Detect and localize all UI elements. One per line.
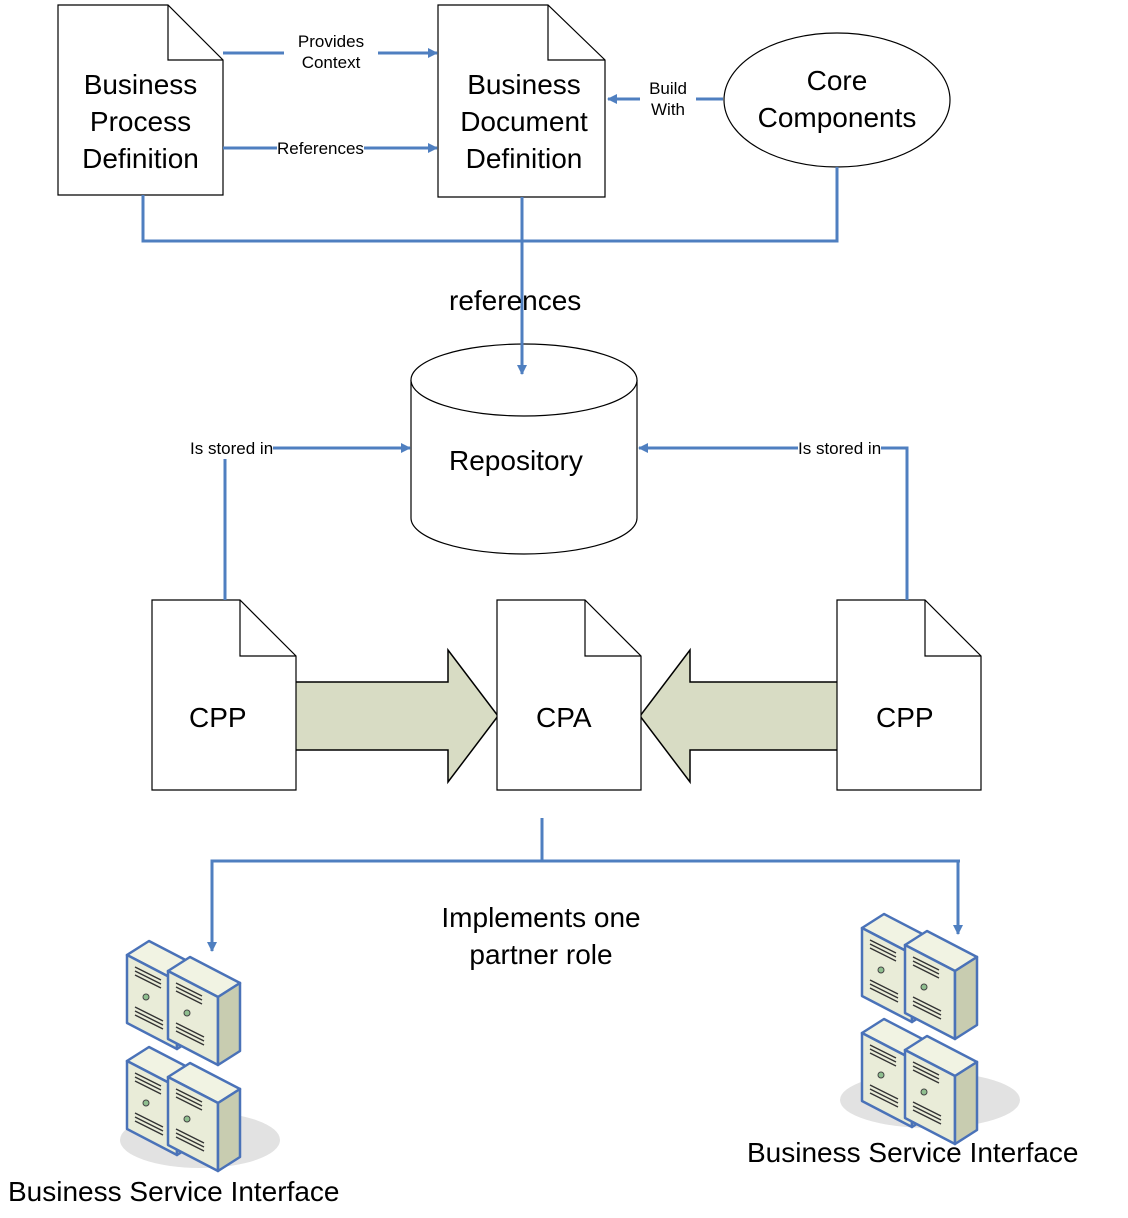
bdd-document-shape <box>437 4 606 198</box>
bdd-label: Business Document Definition <box>438 66 610 177</box>
bpd-label-line: Process <box>89 106 192 137</box>
stored-in-right-connector <box>638 443 909 600</box>
cpp-to-cpa-arrow-left <box>294 647 499 785</box>
provides-context-label: Provides Context <box>284 31 378 73</box>
cpa-document-shape <box>496 599 642 791</box>
bpd-label-line: Definition <box>82 143 199 174</box>
cpp-left-document-shape <box>151 599 297 791</box>
provides-context-line: Provides <box>297 32 365 51</box>
bdd-fold-icon <box>547 5 605 61</box>
bdd-label-line: Business <box>467 69 581 100</box>
implements-label: Implements one partner role <box>411 899 671 973</box>
cpa-fold-icon <box>584 600 641 657</box>
bdd-label-line: Document <box>460 106 588 137</box>
stored-in-right-label: Is stored in <box>798 438 882 459</box>
bpd-label-line: Business <box>83 69 198 100</box>
cpp-left-fold-icon <box>239 600 296 657</box>
bsi-left-label: Business Service Interface <box>8 1176 340 1207</box>
stored-in-left-connector <box>223 443 411 600</box>
implements-line: partner role <box>469 939 613 970</box>
bpd-label: Business Process Definition <box>58 66 223 177</box>
core-label-line: Components <box>757 102 917 133</box>
build-with-line: Build <box>649 79 687 98</box>
references-main-label: references <box>449 285 582 316</box>
cpp-right-fold-icon <box>924 600 981 657</box>
implements-left-connector <box>207 859 960 952</box>
cpp-right-label: CPP <box>876 702 934 733</box>
implements-line: Implements one <box>441 902 641 933</box>
bdd-label-line: Definition <box>465 143 583 174</box>
cpa-label: CPA <box>536 702 592 733</box>
server-cluster-right-icon <box>840 912 1020 1146</box>
repository-top <box>410 343 638 417</box>
references-small-label: References <box>277 138 364 159</box>
bpd-to-bus-connector <box>141 167 839 243</box>
bsi-right-label: Business Service Interface <box>747 1137 1079 1168</box>
core-label-line: Core <box>806 65 868 96</box>
cpp-left-label: CPP <box>189 702 247 733</box>
server-cluster-left-icon <box>120 939 280 1173</box>
bpd-fold-icon <box>167 5 223 61</box>
provides-context-line: Context <box>301 53 361 72</box>
bpd-document-shape <box>57 4 224 196</box>
build-with-line: With <box>651 100 685 119</box>
core-components-label: Core Components <box>737 62 937 136</box>
cpp-to-cpa-arrow-right <box>639 647 839 785</box>
repository-cylinder <box>410 380 638 555</box>
build-with-label: Build With <box>640 78 696 120</box>
cpp-right-document-shape <box>836 599 982 791</box>
repository-label: Repository <box>449 445 583 476</box>
stored-in-left-label: Is stored in <box>190 438 274 459</box>
